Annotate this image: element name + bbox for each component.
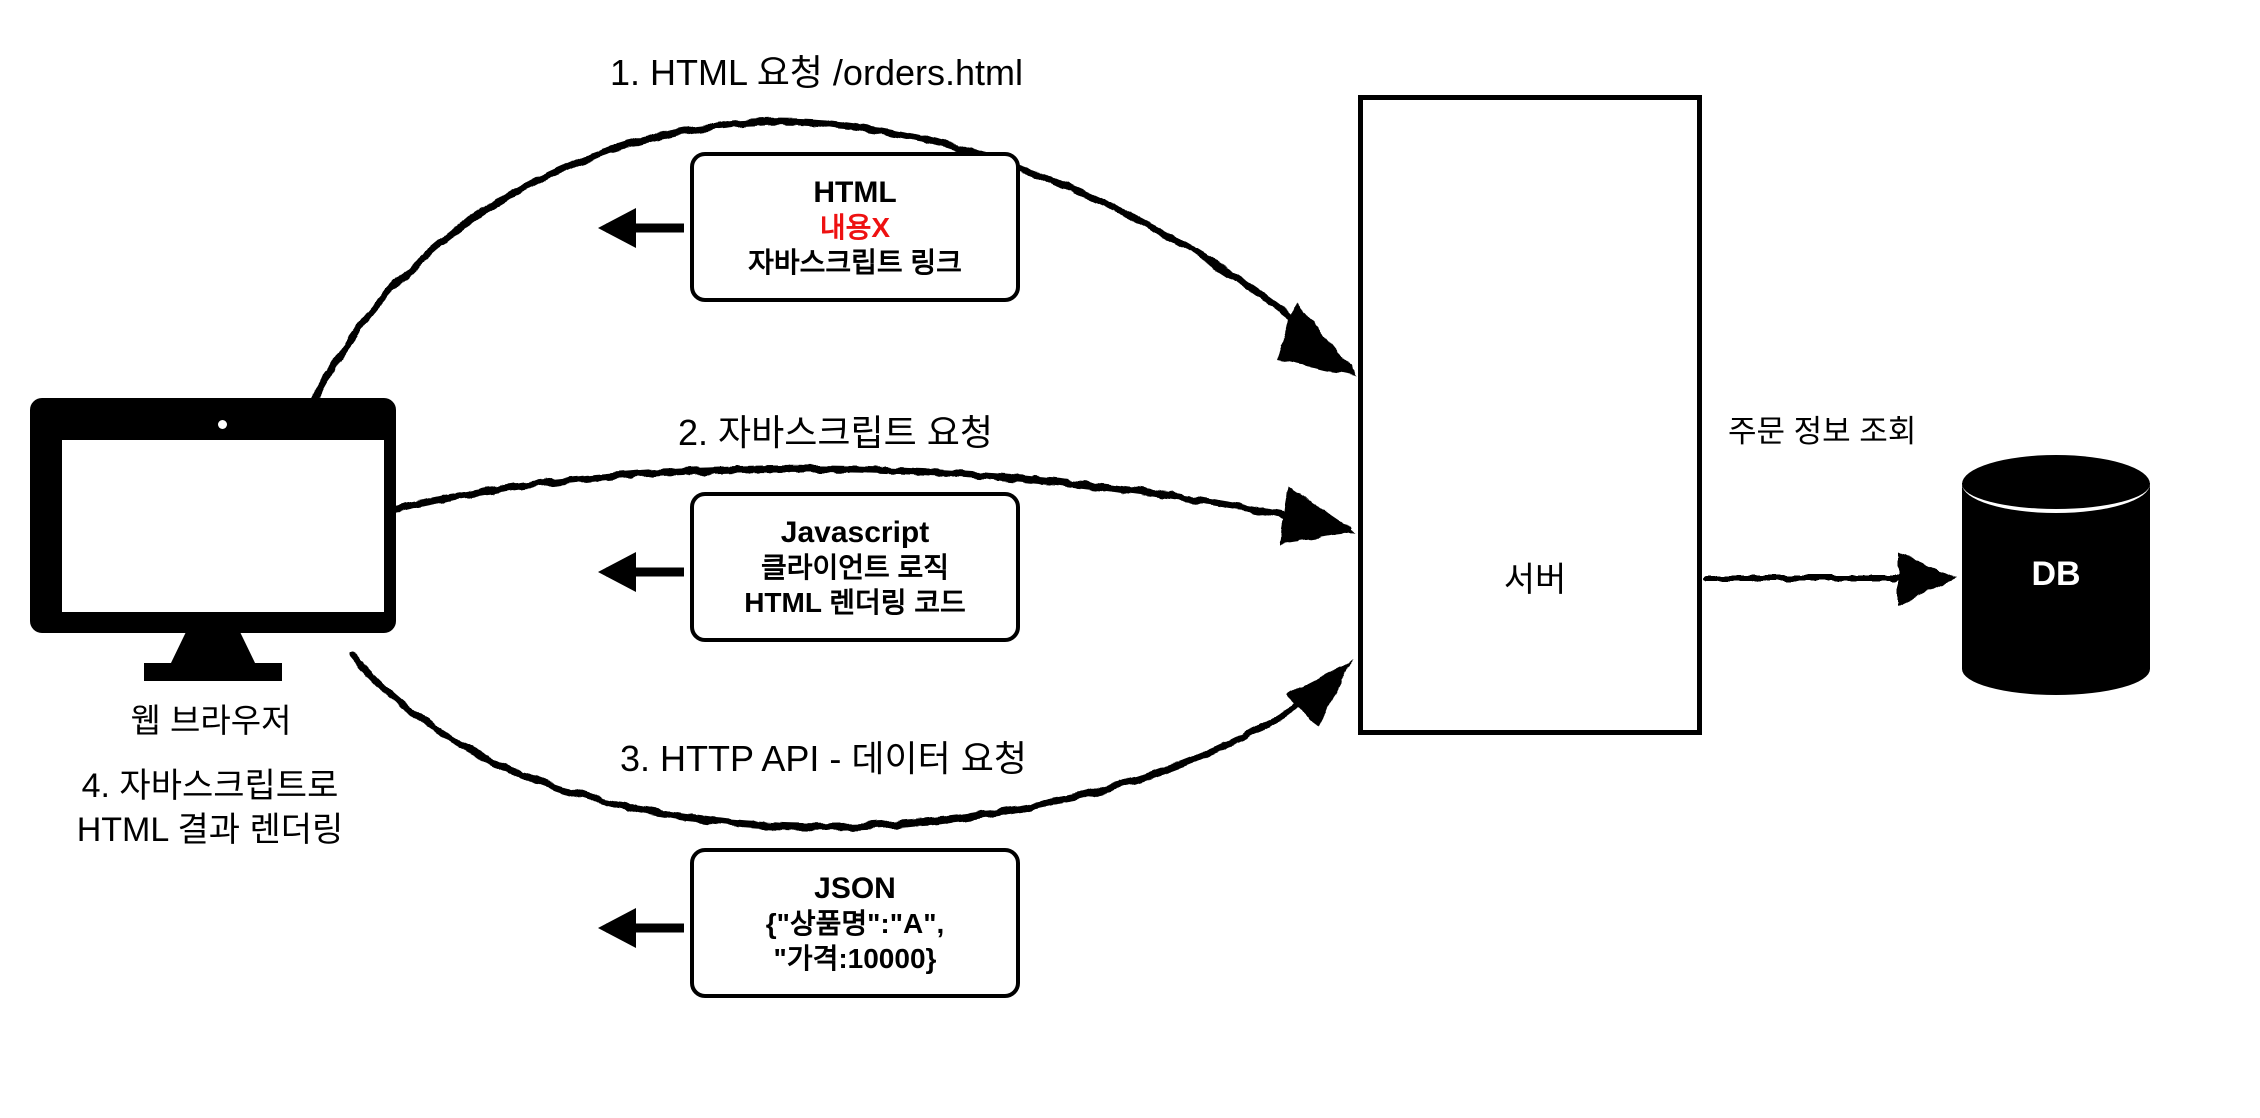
- step4-label: 4. 자바스크립트로 HTML 결과 렌더링: [10, 765, 410, 852]
- database-cylinder-top: [1962, 455, 2150, 513]
- callout-json-response: JSON {"상품명":"A", "가격:10000}: [690, 848, 1020, 998]
- callout-html-line3: 자바스크립트 링크: [748, 246, 962, 278]
- callout-json-title: JSON: [814, 871, 896, 905]
- callout-js-title: Javascript: [780, 515, 930, 549]
- callout-js-line3: HTML 렌더링 코드: [744, 586, 966, 618]
- database-cylinder-body: [1962, 483, 2150, 695]
- arrow-server-to-db: [1703, 552, 1956, 606]
- step4-line2: HTML 결과 렌더링: [76, 810, 344, 849]
- callout-json-line3: "가격:10000}: [773, 942, 937, 974]
- server-node: 서버: [1358, 95, 1702, 735]
- monitor-bezel: [30, 398, 396, 633]
- callout-html-response: HTML 내용X 자바스크립트 링크: [690, 152, 1020, 302]
- step2-label: 2. 자바스크립트 요청: [678, 412, 993, 453]
- callout-json-line2: {"상품명":"A",: [765, 907, 945, 939]
- browser-label: 웹 브라우저: [130, 702, 292, 739]
- database-node: DB: [1962, 455, 2150, 703]
- monitor-icon: [30, 398, 396, 683]
- callout-javascript-response: Javascript 클라이언트 로직 HTML 렌더링 코드: [690, 492, 1020, 642]
- db-edge-label: 주문 정보 조회: [1728, 414, 1917, 449]
- callout-html-title: HTML: [813, 175, 897, 209]
- monitor-stand-neck: [170, 633, 256, 665]
- step3-label: 3. HTTP API - 데이터 요청: [620, 738, 1028, 779]
- arrow-javascript-response: [598, 552, 684, 592]
- monitor-screen: [62, 440, 384, 612]
- server-label: 서버: [1503, 561, 1567, 599]
- monitor-camera-dot: [218, 420, 227, 429]
- callout-html-line2: 내용X: [819, 211, 891, 243]
- callout-js-line2: 클라이언트 로직: [760, 551, 950, 583]
- monitor-stand-base: [144, 663, 282, 681]
- step1-label: 1. HTML 요청 /orders.html: [610, 52, 1023, 93]
- database-label: DB: [2031, 555, 2081, 593]
- arrow-html-response: [598, 208, 684, 248]
- arrow-json-response: [598, 908, 684, 948]
- step4-line1: 4. 자바스크립트로: [81, 767, 339, 805]
